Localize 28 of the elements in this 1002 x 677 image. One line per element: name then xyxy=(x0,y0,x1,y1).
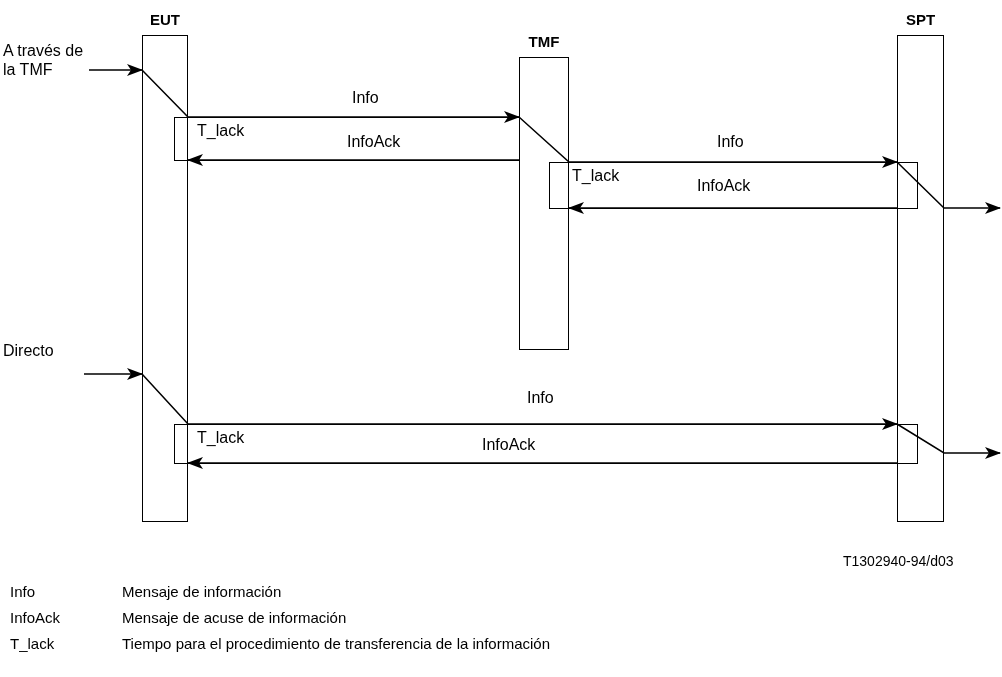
edge-label: InfoAck xyxy=(697,176,751,195)
figure-id: T1302940-94/d03 xyxy=(843,552,954,571)
lifeline-heading: TMF xyxy=(528,33,560,50)
edge-label: Info xyxy=(352,88,379,107)
arrow xyxy=(187,154,520,166)
input-label: Directo xyxy=(3,341,84,377)
edge-label: Info xyxy=(717,132,744,151)
arrow xyxy=(83,368,143,380)
arrow xyxy=(896,161,1001,214)
legend-term: InfoAck xyxy=(10,608,61,627)
arrow xyxy=(518,116,898,168)
legend-description: Tiempo para el procedimiento de transferencia de la información xyxy=(122,634,550,653)
arrow xyxy=(141,69,520,123)
legend-term: T_lack xyxy=(10,634,55,653)
arrow xyxy=(896,423,1001,459)
legend-description: Mensaje de acuse de información xyxy=(122,608,347,627)
arrow xyxy=(88,64,143,76)
edge-label: InfoAck xyxy=(347,132,401,151)
legend-term: Info xyxy=(10,582,36,601)
legend-description: Mensaje de información xyxy=(122,582,282,601)
arrow xyxy=(568,202,898,214)
input-label: A través de la TMF xyxy=(3,41,89,81)
edge-label: Info xyxy=(527,388,554,407)
edge-label: InfoAck xyxy=(482,435,536,454)
arrow xyxy=(141,373,898,430)
arrow xyxy=(187,457,898,469)
lifeline-heading: EUT xyxy=(150,11,180,28)
lifeline-heading: SPT xyxy=(905,11,936,28)
